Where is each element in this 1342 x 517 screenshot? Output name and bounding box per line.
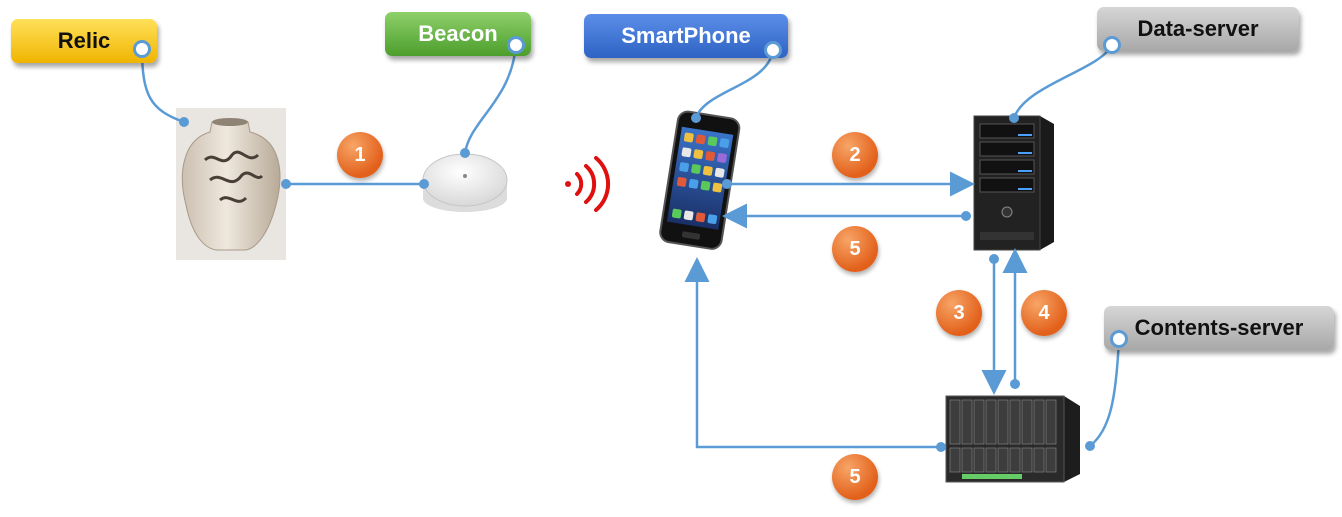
callout-endpoints (179, 113, 1095, 451)
blade-server-icon (945, 395, 1080, 483)
flow-endpoints (281, 179, 1020, 452)
beacon-device-icon (422, 153, 508, 212)
relic-vase-icon (176, 108, 286, 260)
contents-server-label: Contents-server (1104, 306, 1334, 350)
step-badge-3: 3 (936, 290, 982, 336)
smartphone-label-anchor (764, 41, 782, 59)
relic-label-text: Relic (57, 28, 111, 53)
data-server-label: Data-server (1097, 7, 1299, 54)
beacon-label-anchor (507, 36, 525, 54)
arrow-contents-to-phone (684, 257, 941, 449)
tower-server-icon (973, 115, 1054, 251)
flow-arrows (286, 171, 1028, 449)
callout-connectors (140, 43, 1121, 447)
data-server-label-anchor (1103, 36, 1121, 54)
contents-server-label-text: Contents-server (1134, 315, 1304, 340)
step-badge-5-upper: 5 (832, 226, 878, 272)
wireless-signal-icon (565, 156, 611, 212)
relic-label: Relic (11, 19, 157, 63)
step-badge-5-lower: 5 (832, 454, 878, 500)
smartphone-label: SmartPhone (584, 14, 788, 59)
smartphone-icon (659, 110, 741, 250)
contents-server-label-anchor (1110, 330, 1128, 348)
smartphone-label-text: SmartPhone (621, 23, 751, 48)
step-badge-1: 1 (337, 132, 383, 178)
data-server-label-text: Data-server (1137, 16, 1259, 41)
relic-label-anchor (133, 40, 151, 58)
beacon-label-text: Beacon (418, 21, 498, 46)
step-badge-2: 2 (832, 132, 878, 178)
step-badge-4: 4 (1021, 290, 1067, 336)
beacon-label: Beacon (385, 12, 531, 56)
